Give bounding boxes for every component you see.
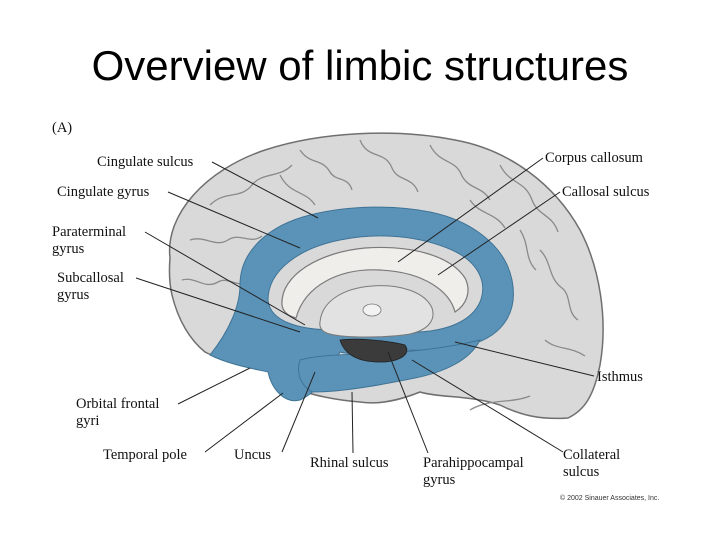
label-temporal-pole: Temporal pole	[103, 447, 187, 463]
leader-temporal-pole	[204, 392, 284, 453]
leader-subcallosal	[135, 277, 301, 333]
leader-callosal-sulcus	[437, 191, 561, 276]
label-orbital-frontal-line2: gyri	[76, 413, 99, 429]
label-collateral-line2: sulcus	[563, 464, 600, 480]
leader-isthmus	[454, 341, 595, 377]
label-parahippocampal-line1: Parahippocampal	[423, 455, 524, 471]
cortical-gyri	[181, 139, 586, 411]
label-callosal-sulcus: Callosal sulcus	[562, 184, 650, 200]
slide-title: Overview of limbic structures	[91, 42, 629, 89]
leader-parahippocampal	[387, 351, 429, 454]
label-orbital-frontal-line1: Orbital frontal	[76, 396, 159, 412]
copyright-notice: © 2002 Sinauer Associates, Inc.	[560, 494, 659, 502]
label-subcallosal-line2: gyrus	[57, 287, 90, 303]
label-paraterminal-line2: gyrus	[52, 241, 85, 257]
label-isthmus: Isthmus	[597, 369, 643, 385]
leader-collateral	[411, 359, 564, 453]
label-subcallosal-line1: Subcallosal	[57, 270, 124, 286]
label-collateral-line1: Collateral	[563, 447, 620, 463]
label-paraterminal-line1: Paraterminal	[52, 224, 126, 240]
label-rhinal-sulcus: Rhinal sulcus	[310, 455, 389, 471]
leader-cingulate-gyrus	[167, 191, 301, 249]
panel-label: (A)	[52, 120, 72, 136]
label-corpus-callosum: Corpus callosum	[545, 150, 644, 166]
leader-uncus	[281, 371, 316, 453]
leader-orbital-frontal	[177, 367, 251, 405]
label-uncus: Uncus	[234, 447, 271, 463]
label-cingulate-gyrus: Cingulate gyrus	[57, 184, 150, 200]
leader-rhinal-sulcus	[351, 391, 354, 454]
leader-corpus-callosum	[397, 157, 544, 263]
leader-cingulate-sulcus	[211, 161, 319, 219]
label-cingulate-sulcus: Cingulate sulcus	[97, 154, 194, 170]
leader-paraterminal	[144, 231, 306, 326]
interthalamic-adhesion	[362, 303, 382, 317]
corpus-callosum	[281, 246, 469, 319]
label-parahippocampal-line2: gyrus	[423, 472, 456, 488]
